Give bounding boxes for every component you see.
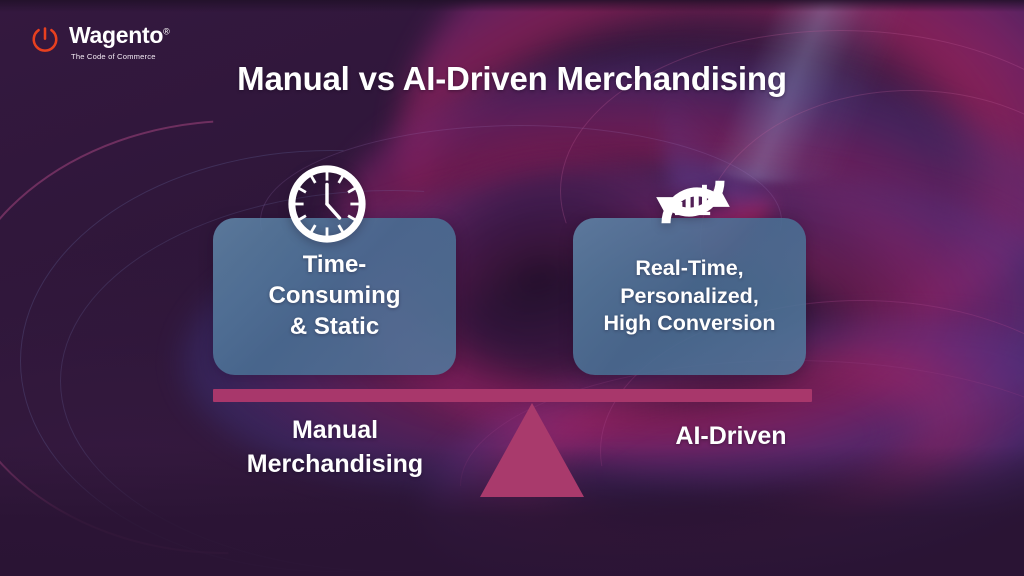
- registered-mark: ®: [163, 26, 170, 37]
- background-top-fade: [0, 0, 1024, 12]
- card-ai-text: Real-Time, Personalized, High Conversion: [603, 256, 776, 336]
- label-manual-merchandising: Manual Merchandising: [246, 416, 424, 478]
- card-manual-text: Time- Consuming & Static: [268, 251, 401, 340]
- wagento-logo: Wagento® The Code of Commerce: [30, 24, 170, 61]
- label-ai-driven: AI-Driven: [675, 422, 787, 450]
- page-title: Manual vs AI-Driven Merchandising: [237, 60, 787, 97]
- balance-beam: [213, 389, 812, 402]
- logo-name: Wagento: [69, 22, 164, 48]
- triangle-fulcrum-icon: [480, 403, 584, 497]
- refresh-bar-chart-icon: [656, 180, 730, 224]
- clock-icon: [288, 165, 366, 243]
- logo-text-block: Wagento® The Code of Commerce: [69, 24, 170, 62]
- logo-wordmark: Wagento®: [69, 24, 170, 47]
- power-button-icon: [32, 27, 58, 52]
